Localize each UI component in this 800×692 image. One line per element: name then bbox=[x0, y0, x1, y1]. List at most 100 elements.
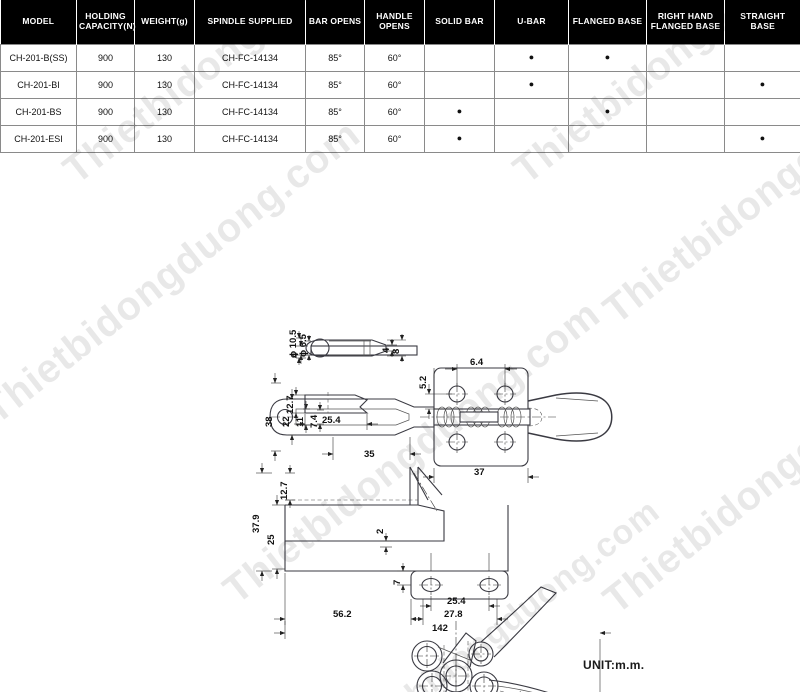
cell-solid-bar bbox=[424, 70, 495, 99]
cell-handle-opens: 60° bbox=[364, 124, 425, 153]
cell-model: CH-201-BI bbox=[0, 70, 77, 99]
cell-handle-opens: 60° bbox=[364, 97, 425, 126]
cell-weight: 130 bbox=[134, 70, 195, 99]
cell-weight: 130 bbox=[134, 97, 195, 126]
dim-hole-offset: 5.2 bbox=[418, 376, 429, 389]
table-body: CH-201-B(SS) 900 130 CH-FC-14134 85° 60°… bbox=[0, 43, 800, 153]
dim-hole-edge: 7 bbox=[392, 580, 403, 585]
cell-weight: 130 bbox=[134, 124, 195, 153]
technical-drawings-area: .ol { fill:none; stroke:#3a3a42; stroke-… bbox=[0, 155, 800, 692]
cell-bar-opens: 85° bbox=[305, 97, 365, 126]
table-row: CH-201-BI 900 130 CH-FC-14134 85° 60° ● … bbox=[0, 70, 800, 99]
column-header-holding-capacity: HOLDING CAPACITY(N) bbox=[76, 0, 136, 44]
spindle-assembly bbox=[420, 406, 556, 428]
cell-u-bar: ● bbox=[494, 70, 569, 99]
column-header-right-hand-flanged-base: RIGHT HAND FLANGED BASE bbox=[646, 0, 725, 44]
table-row: CH-201-BS 900 130 CH-FC-14134 85° 60° ● … bbox=[0, 97, 800, 126]
cell-flanged-base: ● bbox=[568, 97, 647, 126]
cell-right-hand-flanged-base bbox=[646, 70, 725, 99]
cell-handle-opens: 60° bbox=[364, 43, 425, 72]
cell-bar-opens: 85° bbox=[305, 124, 365, 153]
specification-table: MODEL HOLDING CAPACITY(N) WEIGHT(g) SPIN… bbox=[0, 0, 800, 153]
dim-bracket-height: 12.7 bbox=[285, 396, 296, 415]
base-mounting-holes bbox=[419, 576, 501, 595]
column-header-solid-bar: SOLID BAR bbox=[424, 0, 495, 44]
dim-width-b: 8 bbox=[391, 349, 402, 354]
toggle-linkage bbox=[409, 466, 499, 692]
cell-model: CH-201-ESI bbox=[0, 124, 77, 153]
cell-spindle: CH-FC-14134 bbox=[194, 97, 306, 126]
dim-hole-spacing: 6.4 bbox=[470, 357, 484, 368]
cell-right-hand-flanged-base bbox=[646, 97, 725, 126]
specification-table-container: MODEL HOLDING CAPACITY(N) WEIGHT(g) SPIN… bbox=[0, 0, 800, 153]
dim-bar-length: 56.2 bbox=[333, 609, 352, 620]
bracket-detail-view: 12.7 25.4 bbox=[285, 387, 378, 430]
dim-mid-height: 22 bbox=[281, 416, 292, 427]
column-header-handle-opens: HANDLE OPENS bbox=[364, 0, 425, 44]
cell-model: CH-201-BS bbox=[0, 97, 77, 126]
column-header-spindle-supplied: SPINDLE SUPPLIED bbox=[194, 0, 306, 44]
cell-holding-capacity: 900 bbox=[76, 70, 135, 99]
cell-model: CH-201-B(SS) bbox=[0, 43, 77, 72]
dim-bracket-length: 25.4 bbox=[322, 415, 341, 426]
dim-slot-height: 7.4 bbox=[309, 414, 320, 428]
cell-holding-capacity: 900 bbox=[76, 43, 135, 72]
dim-inner-dia: ϕ 6.5 bbox=[298, 333, 309, 357]
cell-flanged-base bbox=[568, 70, 647, 99]
dim-plate-length: 37 bbox=[474, 467, 485, 478]
side-elevation-view: 5.2 6.4 38 22 bbox=[264, 357, 613, 483]
cell-handle-opens: 60° bbox=[364, 70, 425, 99]
cell-u-bar: ● bbox=[494, 43, 569, 72]
cell-solid-bar bbox=[424, 43, 495, 72]
cell-solid-bar: ● bbox=[424, 124, 495, 153]
cell-holding-capacity: 900 bbox=[76, 124, 135, 153]
engineering-drawing-svg: .ol { fill:none; stroke:#3a3a42; stroke-… bbox=[251, 329, 613, 692]
handle-lever bbox=[480, 586, 557, 692]
handle-grip bbox=[527, 392, 613, 442]
dim-hole-spacing: 25.4 bbox=[447, 596, 466, 607]
cell-spindle: CH-FC-14134 bbox=[194, 124, 306, 153]
cell-flanged-base: ● bbox=[568, 43, 647, 72]
column-header-u-bar: U-BAR bbox=[494, 0, 569, 44]
dim-low-height: 11 bbox=[295, 416, 306, 427]
column-header-flanged-base: FLANGED BASE bbox=[568, 0, 647, 44]
cell-right-hand-flanged-base bbox=[646, 43, 725, 72]
dim-plate-thickness: 2 bbox=[375, 529, 386, 534]
cell-holding-capacity: 900 bbox=[76, 97, 135, 126]
cell-straight-base: ● bbox=[724, 70, 800, 99]
cell-spindle: CH-FC-14134 bbox=[194, 43, 306, 72]
cell-straight-base bbox=[724, 97, 800, 126]
column-header-model: MODEL bbox=[0, 0, 77, 44]
cell-spindle: CH-FC-14134 bbox=[194, 70, 306, 99]
cell-weight: 130 bbox=[134, 43, 195, 72]
cell-straight-base bbox=[724, 43, 800, 72]
dim-mid-height: 25 bbox=[266, 534, 277, 545]
spindle-end-detail-view: ϕ 10.5 ϕ 6.5 4 8 bbox=[288, 329, 406, 365]
unit-label: UNIT:m.m. bbox=[583, 658, 645, 672]
column-header-weight: WEIGHT(g) bbox=[134, 0, 195, 44]
column-header-bar-opens: BAR OPENS bbox=[305, 0, 365, 44]
dim-bar-thickness: 4 bbox=[290, 352, 301, 358]
dim-overall-height: 38 bbox=[264, 416, 275, 427]
dim-width-a: 4 bbox=[381, 347, 392, 353]
dim-outer-dia: ϕ 10.5 bbox=[288, 329, 299, 358]
dim-top-step: 12.7 bbox=[279, 482, 290, 501]
table-row: CH-201-B(SS) 900 130 CH-FC-14134 85° 60°… bbox=[0, 43, 800, 72]
dim-hole-pitch: 27.8 bbox=[444, 609, 463, 620]
table-header: MODEL HOLDING CAPACITY(N) WEIGHT(g) SPIN… bbox=[0, 0, 800, 44]
table-header-row: MODEL HOLDING CAPACITY(N) WEIGHT(g) SPIN… bbox=[0, 0, 800, 44]
main-assembly-view: 12.7 25 37.9 2 bbox=[251, 463, 611, 692]
cell-u-bar bbox=[494, 97, 569, 126]
cell-right-hand-flanged-base bbox=[646, 124, 725, 153]
column-header-straight-base: STRAIGHT BASE bbox=[724, 0, 800, 44]
table-row: CH-201-ESI 900 130 CH-FC-14134 85° 60° ●… bbox=[0, 124, 800, 153]
cell-bar-opens: 85° bbox=[305, 43, 365, 72]
dim-bar-length: 35 bbox=[364, 449, 375, 460]
dim-overall-height: 37.9 bbox=[251, 515, 262, 534]
cell-solid-bar: ● bbox=[424, 97, 495, 126]
cell-bar-opens: 85° bbox=[305, 70, 365, 99]
cell-u-bar bbox=[494, 124, 569, 153]
cell-flanged-base bbox=[568, 124, 647, 153]
cell-straight-base: ● bbox=[724, 124, 800, 153]
